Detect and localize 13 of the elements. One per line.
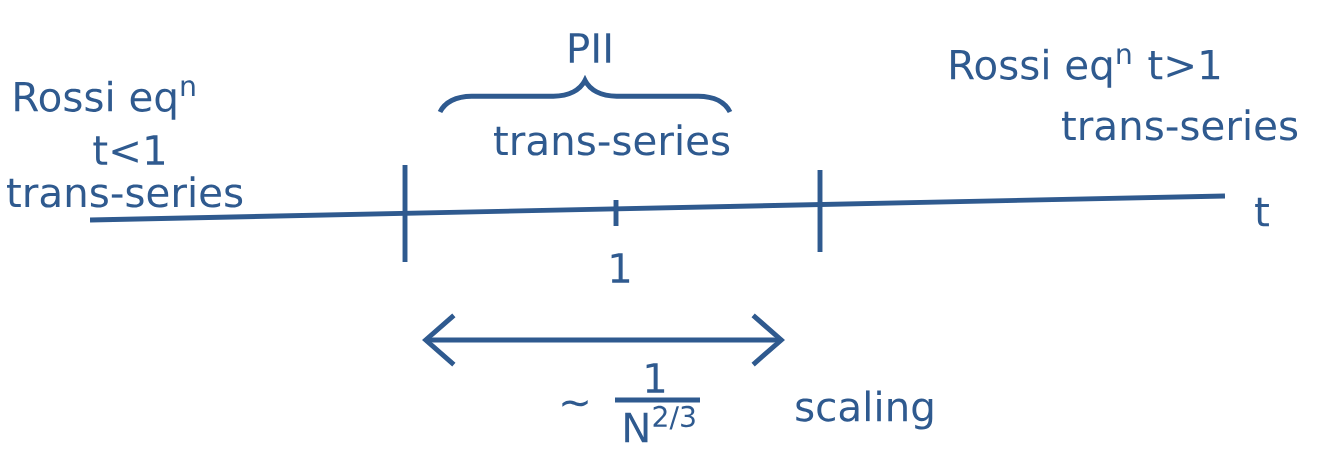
scaling-label: N$^{2/3}$ <box>625 405 695 443</box>
scaling-label: ∼ <box>562 399 588 407</box>
tick-label: 1 <box>611 253 630 283</box>
region-label: Rossi eq$^{n}$ <box>15 80 195 120</box>
region-label: PII <box>569 33 611 63</box>
condition-label: t<1 <box>93 135 164 165</box>
region-label: trans-series <box>494 124 730 156</box>
region-label: Rossi eq$^{n}$ t>1 <box>951 48 1220 88</box>
scaling-label: scaling <box>796 390 933 430</box>
axis-label: t <box>1255 197 1269 227</box>
region-label: trans-series <box>1062 109 1298 141</box>
region-label: trans-series <box>7 176 243 208</box>
scaling-label: 1 <box>646 363 665 393</box>
